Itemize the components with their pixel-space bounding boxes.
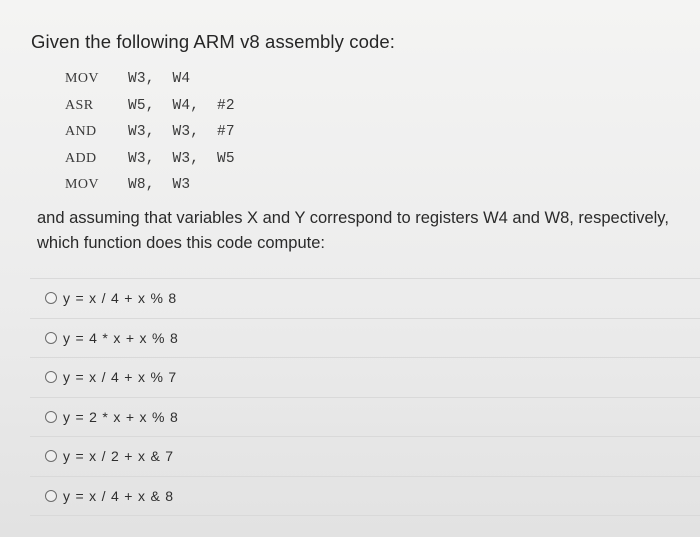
answer-option-label[interactable]: y = x / 4 + x & 8 bbox=[63, 487, 174, 504]
code-opcode: ADD bbox=[65, 150, 97, 166]
code-operands: W3, W4 bbox=[128, 71, 191, 87]
answer-option-label[interactable]: y = x / 2 + x & 7 bbox=[63, 448, 174, 465]
code-line: MOV W3, W4 bbox=[65, 66, 235, 93]
code-opcode: ASR bbox=[65, 97, 94, 113]
answer-option-label[interactable]: y = 4 * x + x % 8 bbox=[63, 329, 179, 346]
radio-button-icon[interactable] bbox=[45, 292, 57, 305]
answer-option[interactable]: y = x / 2 + x & 7 bbox=[30, 436, 700, 476]
assembly-code-block: MOV W3, W4 ASR W5, W4, #2 AND W3, W3, #7… bbox=[65, 66, 235, 199]
code-line: MOV W8, W3 bbox=[65, 172, 235, 199]
answer-option[interactable]: y = x / 4 + x & 8 bbox=[30, 475, 700, 516]
question-description: and assuming that variables X and Y corr… bbox=[37, 209, 669, 252]
answer-option-label[interactable]: y = 2 * x + x % 8 bbox=[63, 408, 179, 425]
code-line: AND W3, W3, #7 bbox=[65, 119, 235, 146]
answer-option-label[interactable]: y = x / 4 + x % 8 bbox=[63, 290, 177, 307]
code-line: ADD W3, W3, W5 bbox=[65, 146, 235, 173]
answer-option[interactable]: y = x / 4 + x % 8 bbox=[30, 278, 700, 318]
radio-button-icon[interactable] bbox=[45, 331, 57, 344]
radio-button-icon[interactable] bbox=[45, 489, 57, 502]
code-line: ASR W5, W4, #2 bbox=[65, 93, 235, 120]
code-opcode: MOV bbox=[65, 71, 99, 86]
answer-option[interactable]: y = x / 4 + x % 7 bbox=[30, 357, 700, 397]
code-operands: W3, W3, #7 bbox=[128, 124, 235, 140]
code-operands: W3, W3, W5 bbox=[128, 150, 235, 167]
radio-button-icon[interactable] bbox=[45, 410, 57, 423]
code-opcode: MOV bbox=[65, 177, 99, 192]
radio-button-icon[interactable] bbox=[45, 450, 57, 463]
answer-options: y = x / 4 + x % 8 y = 4 * x + x % 8 y = … bbox=[30, 278, 700, 516]
question-title: Given the following ARM v8 assembly code… bbox=[31, 31, 395, 52]
code-operands: W8, W3 bbox=[128, 177, 191, 193]
answer-option[interactable]: y = 4 * x + x % 8 bbox=[30, 317, 700, 358]
answer-option[interactable]: y = 2 * x + x % 8 bbox=[30, 396, 700, 437]
radio-button-icon[interactable] bbox=[45, 371, 57, 384]
answer-option-label[interactable]: y = x / 4 + x % 7 bbox=[63, 369, 177, 386]
code-opcode: AND bbox=[65, 124, 97, 139]
code-operands: W5, W4, #2 bbox=[128, 97, 235, 114]
